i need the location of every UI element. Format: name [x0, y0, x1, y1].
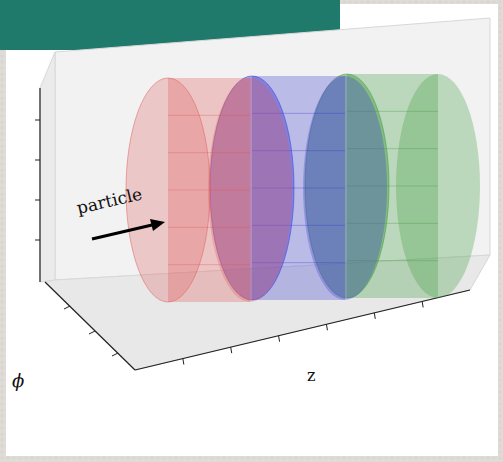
tick: [89, 331, 95, 334]
tick: [35, 160, 40, 161]
arrow-head: [150, 219, 165, 231]
side-pane: [40, 52, 55, 282]
tick: [112, 353, 118, 356]
tick: [326, 324, 327, 330]
tick: [35, 200, 40, 201]
tick: [374, 313, 375, 319]
tick: [64, 306, 70, 309]
cylinder-segments: [92, 74, 480, 302]
tick: [35, 240, 40, 241]
tick: [422, 301, 423, 307]
axis-line: [45, 282, 135, 370]
plot-ground: [6, 4, 498, 456]
tick: [35, 120, 40, 121]
tick: [183, 359, 184, 365]
axis-line: [39, 88, 40, 282]
axis-label: ϕ: [12, 372, 24, 390]
cylinder-segment: [126, 78, 292, 302]
axis-label: z: [307, 368, 315, 384]
particle-arrow: [92, 225, 152, 239]
tick: [231, 347, 232, 353]
tick: [279, 336, 280, 342]
